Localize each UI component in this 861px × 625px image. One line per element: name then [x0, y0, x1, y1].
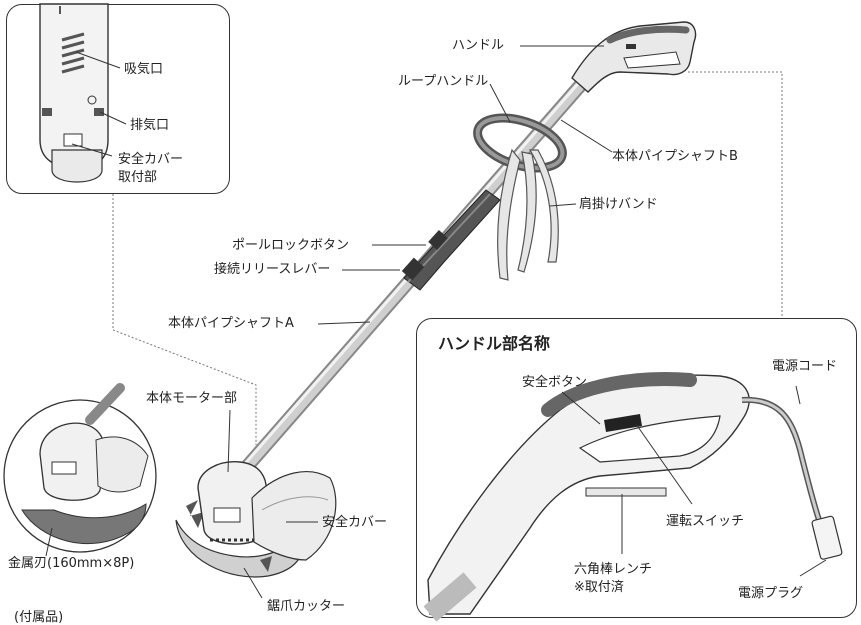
motor-detail-art — [39, 3, 109, 183]
label-pipe-shaft-a: 本体パイプシャフトA — [168, 316, 294, 331]
motor-assembly-art — [175, 461, 337, 578]
label-power-plug: 電源プラグ — [738, 586, 804, 601]
label-exhaust: 排気口 — [130, 118, 170, 133]
label-pole-lock-button: ポールロックボタン — [232, 238, 350, 253]
label-shoulder-band: 肩掛けバンド — [579, 197, 658, 212]
label-safety-cover: 安全カバー — [322, 515, 388, 530]
handle-panel-title: ハンドル部名称 — [438, 334, 551, 353]
label-intake: 吸気口 — [124, 62, 164, 77]
dotted-connectors — [112, 71, 783, 445]
label-saw-cutter: 鋸爪カッター — [267, 599, 346, 614]
label-run-switch: 運転スイッチ — [666, 514, 745, 529]
leader-lines — [45, 45, 827, 599]
label-safety-button: 安全ボタン — [522, 375, 588, 390]
label-hex-wrench-1: 六角棒レンチ — [574, 562, 653, 577]
metal-blade-detail-art — [3, 383, 157, 553]
label-hex-wrench-2: ※取付済 — [574, 580, 624, 595]
label-power-cord: 電源コード — [772, 359, 838, 374]
top-handle-art — [571, 21, 697, 93]
label-handle: ハンドル — [452, 38, 505, 53]
label-cover-mount-2: 取付部 — [118, 170, 158, 185]
label-loop-handle: ループハンドル — [398, 74, 489, 89]
label-metal-blade: 金属刃(160mm×8P) — [8, 556, 135, 571]
label-cover-mount-1: 安全カバー — [118, 152, 184, 167]
label-pipe-shaft-b: 本体パイプシャフトB — [612, 149, 738, 164]
shaft-joint — [401, 189, 501, 291]
label-motor-unit: 本体モーター部 — [146, 391, 238, 406]
label-connection-release-lever: 接続リリースレバー — [214, 262, 331, 277]
footer-partial: (付属品) — [14, 610, 64, 625]
shoulder-band-art — [497, 148, 559, 281]
handle-detail-art — [423, 372, 843, 622]
